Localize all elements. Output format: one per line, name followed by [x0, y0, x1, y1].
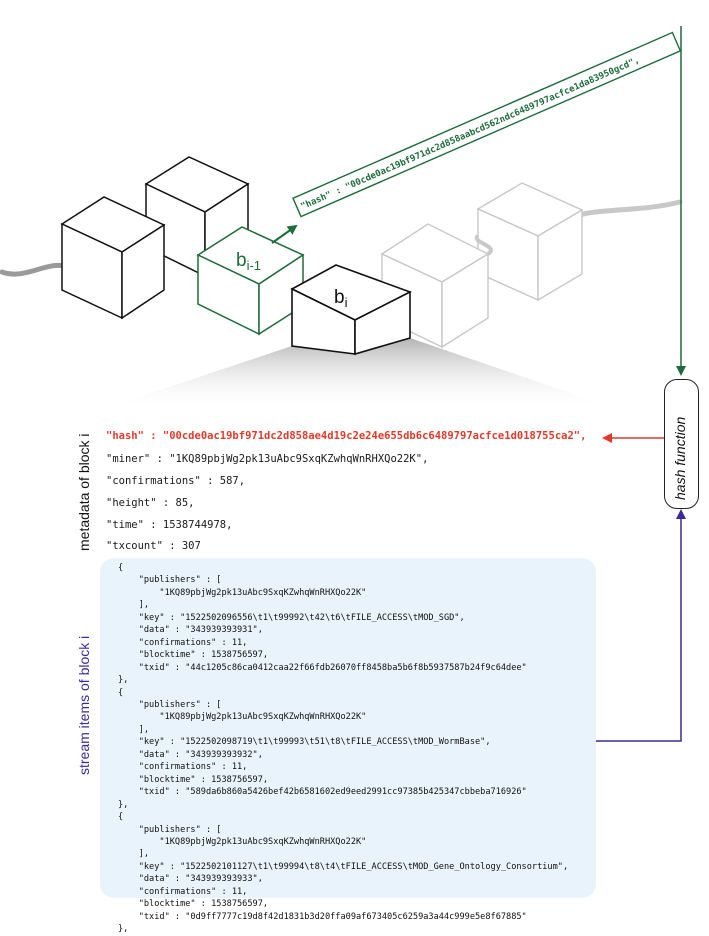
zoom-projection: [100, 338, 620, 410]
metadata-label: metadata of block i: [76, 433, 92, 551]
metadata-hash: "hash" : "00cde0ac19bf971dc2d858ae4d19c2…: [106, 430, 587, 442]
block-prev: [196, 226, 305, 336]
metadata-confirmations: "confirmations" : 587,: [106, 475, 246, 487]
prev-hash-text: "hash" : "00cde0ac19bf971dc2d858aabcd562…: [299, 56, 641, 213]
block-prev-label: bi-1: [236, 250, 261, 273]
block-current-label: bi: [334, 287, 348, 310]
chain-link-right: [573, 199, 683, 219]
stream-label: stream items of block i: [76, 635, 92, 775]
faded-block-far: [476, 182, 584, 302]
stream-items-panel: [100, 558, 596, 898]
hash-function-label: hash function: [672, 416, 688, 500]
hash-function-box: [664, 379, 699, 509]
block-current: [290, 264, 413, 356]
metadata-height: "height" : 85,: [106, 497, 195, 509]
metadata-time: "time" : 1538744978,: [106, 519, 233, 531]
faded-block-near: [380, 223, 490, 349]
stream-items-text: { "publishers" : [ "1KQ89pbjWg2pk13uAbc9…: [118, 563, 569, 935]
block-left: [60, 196, 166, 320]
metadata-txcount: "txcount" : 307: [106, 540, 201, 552]
metadata-miner: "miner" : "1KQ89pbjWg2pk13uAbc9SxqKZwhqW…: [106, 453, 429, 465]
chain-link-left: [0, 262, 67, 277]
prev-hash-arrow: [271, 224, 298, 244]
stream-to-function-line: [596, 509, 686, 742]
prev-hash-tag: "hash" : "00cde0ac19bf971dc2d858aabcd562…: [292, 31, 682, 218]
chain-link-faded: [474, 234, 493, 256]
